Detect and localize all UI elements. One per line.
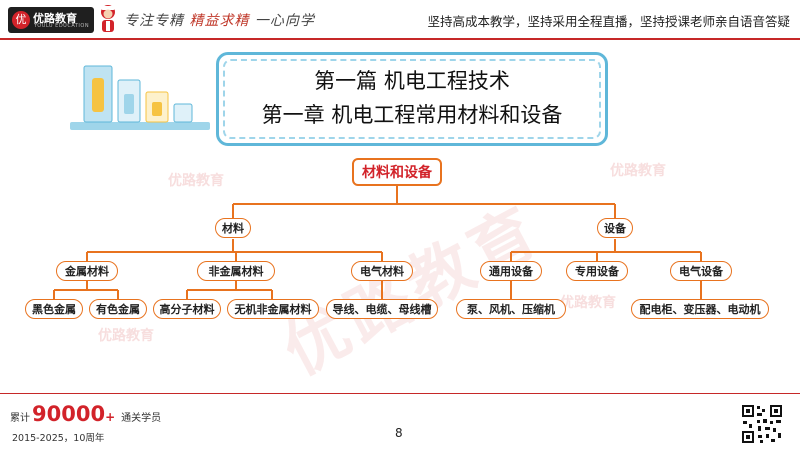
stats-plus: + bbox=[105, 410, 116, 424]
qr-code-icon bbox=[740, 403, 784, 445]
logo-subtitle: YOULU EDUCATION bbox=[34, 23, 90, 29]
category-node-general-equipment: 通用设备 bbox=[480, 261, 542, 281]
footer-years: 2015-2025，10周年 bbox=[12, 433, 105, 444]
part-title: 第一篇 机电工程技术 bbox=[314, 69, 510, 93]
stats-suffix: 通关学员 bbox=[121, 413, 162, 424]
header: 优 优路教育 YOULU EDUCATION 专注专精 精益求精 一心向学 坚持… bbox=[0, 0, 800, 38]
mascot-icon bbox=[101, 5, 115, 32]
category-node-nonmetal: 非金属材料 bbox=[197, 261, 275, 281]
leaf-node: 无机非金属材料 bbox=[227, 299, 319, 319]
leaf-node: 导线、电缆、母线槽 bbox=[326, 299, 438, 319]
tree-root-node: 材料和设备 bbox=[352, 158, 442, 186]
stats-number: 90000 bbox=[32, 402, 106, 426]
watermark: 优路教育 bbox=[560, 295, 616, 311]
logo-mark-icon: 优 bbox=[12, 11, 30, 29]
watermark: 优路教育 bbox=[610, 163, 666, 179]
watermark: 优路教育 bbox=[168, 173, 224, 189]
brand-logo: 优 优路教育 YOULU EDUCATION bbox=[8, 7, 94, 33]
books-illustration-icon bbox=[70, 65, 210, 130]
leaf-node: 泵、风机、压缩机 bbox=[456, 299, 566, 319]
watermark: 优路教育 bbox=[98, 328, 154, 344]
branch-node-equipment: 设备 bbox=[597, 218, 633, 238]
chapter-title: 第一章 机电工程常用材料和设备 bbox=[261, 103, 563, 127]
stats-prefix: 累计 bbox=[10, 413, 30, 424]
category-node-special-equipment: 专用设备 bbox=[566, 261, 628, 281]
category-node-electrical-material: 电气材料 bbox=[351, 261, 413, 281]
connector bbox=[86, 239, 383, 261]
leaf-node: 高分子材料 bbox=[153, 299, 221, 319]
connector bbox=[53, 281, 119, 299]
header-divider bbox=[0, 38, 800, 40]
branch-node-materials: 材料 bbox=[215, 218, 251, 238]
slogan: 专注专精 精益求精 一心向学 bbox=[124, 10, 315, 30]
connector bbox=[510, 239, 702, 261]
slogan-part-3: 一心向学 bbox=[254, 13, 315, 29]
logo-name: 优路教育 bbox=[33, 12, 77, 25]
leaf-node: 黑色金属 bbox=[25, 299, 83, 319]
connector bbox=[232, 186, 616, 218]
chapter-title-banner: 第一篇 机电工程技术 第一章 机电工程常用材料和设备 bbox=[216, 52, 608, 146]
category-node-metal: 金属材料 bbox=[56, 261, 118, 281]
category-node-electrical-equipment: 电气设备 bbox=[670, 261, 732, 281]
header-tagline: 坚持高成本教学，坚持采用全程直播，坚持授课老师亲自语音答疑 bbox=[427, 14, 790, 29]
leaf-node: 有色金属 bbox=[89, 299, 147, 319]
connector bbox=[186, 281, 273, 299]
leaf-node: 配电柜、变压器、电动机 bbox=[631, 299, 769, 319]
footer-divider bbox=[0, 393, 800, 394]
footer-stats: 累计 90000 + 通关学员 bbox=[10, 402, 162, 426]
slogan-part-1: 专注专精 bbox=[124, 13, 184, 29]
slogan-part-2: 精益求精 bbox=[189, 13, 250, 29]
page-number: 8 bbox=[395, 426, 403, 440]
